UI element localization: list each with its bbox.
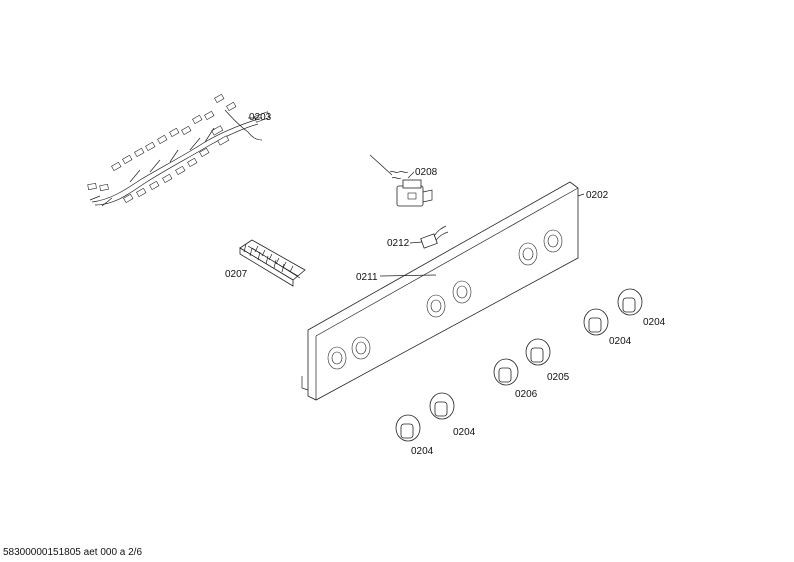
label-0204-right: 0204 <box>609 336 632 347</box>
knob-0204-right <box>583 308 609 336</box>
label-0203: 0203 <box>249 112 272 123</box>
label-0205: 0205 <box>547 372 570 383</box>
knob-0206 <box>493 358 519 386</box>
label-0204-bottom-left: 0204 <box>411 446 434 457</box>
knob-0205 <box>525 338 551 366</box>
knob-0204-top-right <box>617 288 643 316</box>
label-0207: 0207 <box>225 269 248 280</box>
label-0202: 0202 <box>586 190 609 201</box>
leader-lines <box>248 117 585 277</box>
knob-0204-bottom-left <box>395 414 421 442</box>
wiring-harness-part <box>87 93 270 207</box>
label-0208: 0208 <box>415 167 438 178</box>
label-0206: 0206 <box>515 389 538 400</box>
document-id-footer: 58300000151805 aet 000 a 2/6 <box>3 547 143 558</box>
label-0211: 0211 <box>356 272 378 283</box>
knob-0204-bottom <box>429 392 455 420</box>
control-knobs <box>395 288 643 442</box>
control-panel-part <box>301 181 579 401</box>
label-0204-bottom: 0204 <box>453 427 476 438</box>
switch-part <box>420 225 449 249</box>
panel-knob-holes <box>327 229 563 370</box>
terminal-block-part <box>239 239 306 287</box>
label-0212: 0212 <box>387 238 410 249</box>
label-0204-top-right: 0204 <box>643 317 666 328</box>
thermostat-part <box>369 154 433 207</box>
